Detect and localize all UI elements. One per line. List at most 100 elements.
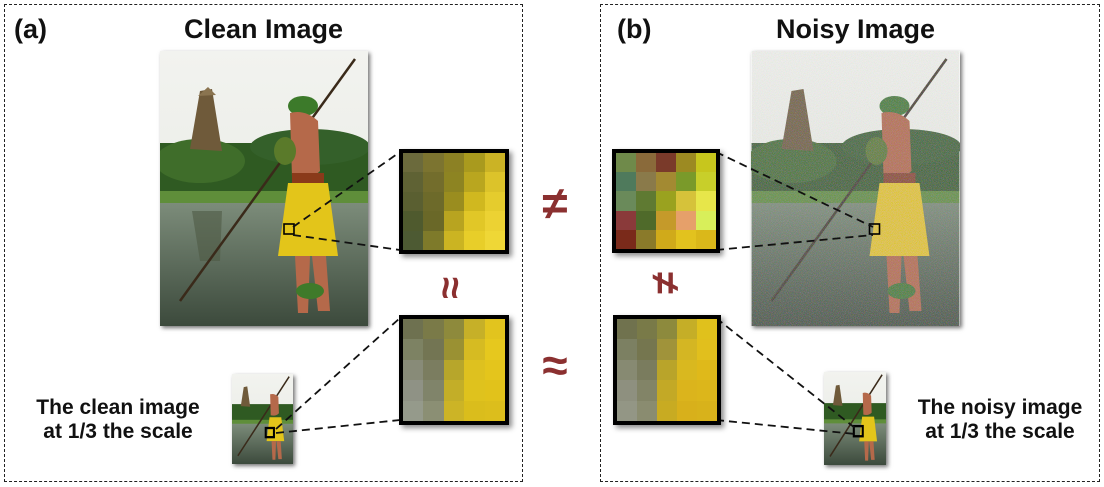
patch-pixel [403,359,424,381]
patch-pixel [464,400,485,421]
patch-pixel [484,230,505,250]
patch-pixel [697,319,717,340]
patch-pixel [636,191,656,211]
patch-pixel [637,380,657,401]
patch-pixel [617,400,637,421]
patch-pixel [484,380,505,401]
patch-pixel [403,211,424,231]
patch-pixel [443,359,465,381]
patch-pixel [697,380,717,401]
patch-pixel [696,153,716,173]
patch-pixel [676,172,696,192]
patch-pixel [423,191,444,212]
caption-noisy-small: The noisy image at 1/3 the scale [902,396,1098,444]
patch-pixel [677,319,697,340]
patch-pixel [617,380,637,401]
patch-noisy-full [612,149,720,253]
patch-pixel [676,153,696,173]
patch-pixel [637,400,657,421]
clean-image [160,51,368,326]
patch-pixel [423,172,444,192]
patch-pixel [443,230,465,250]
patch-pixel [676,229,696,249]
patch-pixel [657,359,677,381]
patch-pixel [677,359,697,381]
patch-pixel [677,380,697,401]
patch-pixel [616,172,636,192]
patch-pixel [696,229,716,249]
patch-pixel [616,210,636,230]
noisy-image [751,51,960,326]
caption-clean-line1: The clean image [36,396,200,419]
patch-pixel [403,339,424,360]
patch-pixel [443,339,465,360]
patch-pixel [423,400,444,421]
noisy-image-small-picture [824,372,886,465]
patch-pixel [617,359,637,381]
clean-image-small-picture [232,374,293,464]
patch-pixel [637,339,657,360]
patch-pixel [484,359,505,381]
patch-pixel [657,319,677,340]
patch-pixel [423,359,444,381]
patch-pixel [637,319,657,340]
caption-clean-small: The clean image at 1/3 the scale [20,396,216,444]
patch-pixel [697,339,717,360]
patch-pixel [484,211,505,231]
patch-pixel [657,380,677,401]
patch-pixel [464,172,485,192]
patch-pixel [656,210,676,230]
patch-clean-full [399,149,509,254]
patch-pixel [637,359,657,381]
not-equal-symbol-top: ≠ [542,177,568,229]
patch-pixel [403,400,424,421]
patch-pixel [656,229,676,249]
patch-pixel [484,153,505,173]
patch-pixel [656,172,676,192]
patch-pixel [423,339,444,360]
patch-pixel [636,172,656,192]
patch-pixel [464,380,485,401]
patch-pixel [616,229,636,249]
caption-clean-line2: at 1/3 the scale [43,420,193,444]
patch-pixel [657,400,677,421]
patch-pixel [464,191,485,212]
caption-noisy-line2: at 1/3 the scale [925,420,1075,444]
caption-noisy-line1: The noisy image [917,396,1083,419]
not-equal-symbol-vertical: ≠ [643,272,687,294]
clean-image-small [232,374,293,464]
patch-pixel [617,339,637,360]
patch-pixel [443,211,465,231]
patch-pixel [443,319,465,340]
panel-b-title: Noisy Image [776,14,936,44]
patch-pixel [403,172,424,192]
patch-pixel [616,153,636,173]
patch-pixel [443,400,465,421]
patch-pixel [423,230,444,250]
patch-pixel [464,359,485,381]
patch-pixel [403,380,424,401]
patch-pixel [616,191,636,211]
patch-pixel [656,153,676,173]
patch-pixel [423,380,444,401]
patch-pixel [484,319,505,340]
patch-pixel [636,153,656,173]
panel-a-title: Clean Image [184,14,344,44]
patch-pixel [443,191,465,212]
patch-pixel [464,319,485,340]
clean-image-picture [160,51,368,326]
patch-pixel [464,211,485,231]
approx-symbol-vertical: ≈ [428,277,472,299]
patch-pixel [443,172,465,192]
panel-b-frame [600,4,1100,482]
patch-pixel [676,191,696,211]
patch-pixel [657,339,677,360]
patch-pixel [484,339,505,360]
patch-pixel [677,339,697,360]
panel-a-tag: (a) [14,14,47,44]
patch-pixel [484,400,505,421]
patch-pixel [423,211,444,231]
patch-pixel [423,153,444,173]
approx-symbol-bottom: ≈ [542,339,568,391]
panel-a-frame [4,4,523,482]
